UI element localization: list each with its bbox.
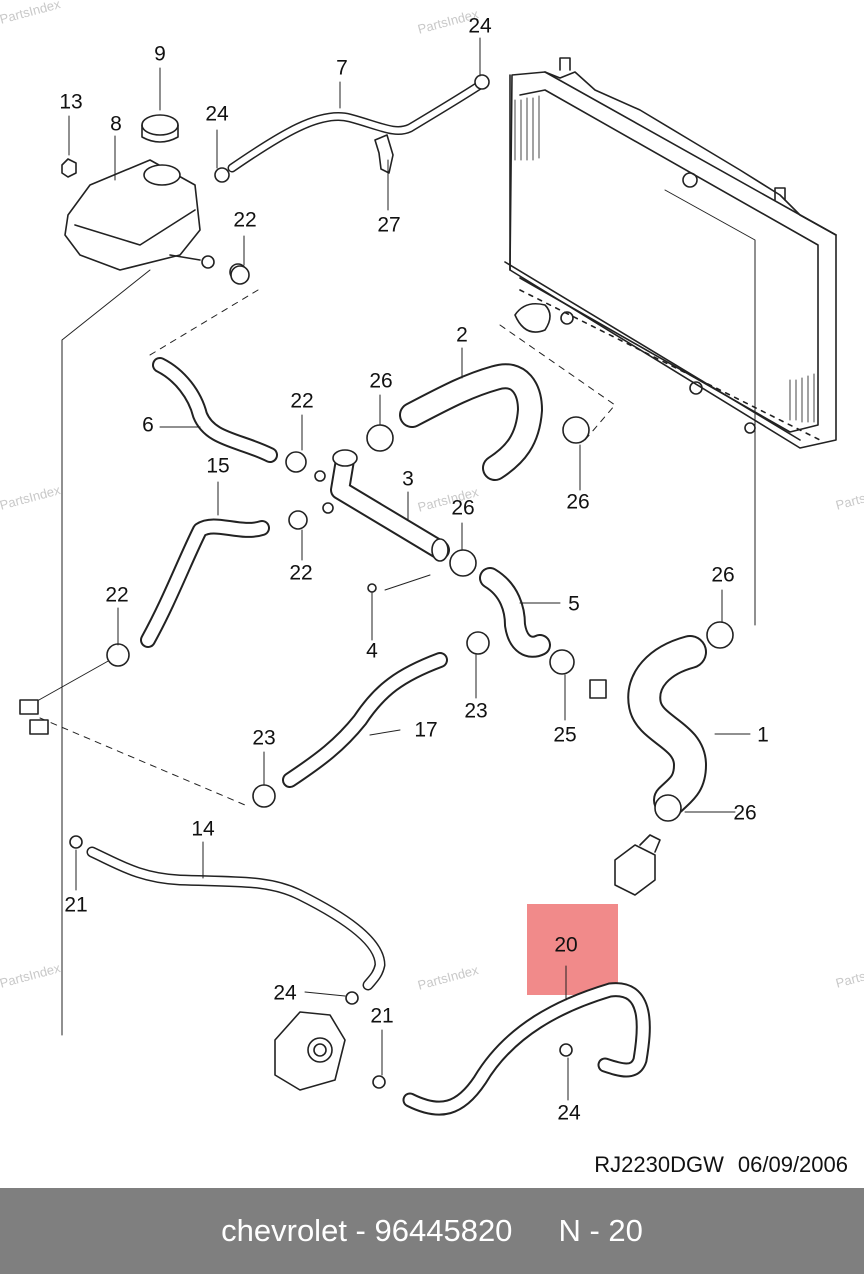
drawing-code: RJ2230DGW bbox=[594, 1152, 724, 1177]
callout-13[interactable]: 13 bbox=[59, 90, 83, 114]
callout-22[interactable]: 22 bbox=[290, 389, 314, 413]
clamps bbox=[19, 74, 734, 1089]
callout-26[interactable]: 26 bbox=[711, 563, 735, 587]
callout-21[interactable]: 21 bbox=[370, 1004, 394, 1028]
callout-5[interactable]: 5 bbox=[568, 592, 580, 616]
callout-24[interactable]: 24 bbox=[468, 14, 492, 38]
callout-22[interactable]: 22 bbox=[289, 561, 313, 585]
callout-26[interactable]: 26 bbox=[566, 490, 590, 514]
callout-2[interactable]: 2 bbox=[456, 323, 468, 347]
callout-9[interactable]: 9 bbox=[154, 42, 166, 66]
callout-23[interactable]: 23 bbox=[464, 699, 488, 723]
callout-4[interactable]: 4 bbox=[366, 639, 378, 663]
pump-body bbox=[274, 1011, 346, 1091]
hose-15 bbox=[140, 518, 270, 648]
callout-24[interactable]: 24 bbox=[273, 981, 297, 1005]
parts-diagram: PartsIndex PartsIndex PartsIndex PartsIn… bbox=[0, 0, 864, 1178]
highlight-box-20 bbox=[527, 904, 618, 995]
callout-24[interactable]: 24 bbox=[557, 1101, 581, 1125]
callout-23[interactable]: 23 bbox=[252, 726, 276, 750]
callout-6[interactable]: 6 bbox=[142, 413, 154, 437]
diagram-drawing bbox=[19, 37, 837, 1116]
footer-brand: chevrolet bbox=[221, 1213, 347, 1248]
callout-7[interactable]: 7 bbox=[336, 56, 348, 80]
callout-21[interactable]: 21 bbox=[64, 893, 88, 917]
callout-15[interactable]: 15 bbox=[206, 454, 230, 478]
callout-26[interactable]: 26 bbox=[451, 496, 475, 520]
callout-8[interactable]: 8 bbox=[110, 112, 122, 136]
footer-bar: chevrolet - 96445820 N - 20 bbox=[0, 1188, 864, 1274]
callout-20[interactable]: 20 bbox=[554, 933, 578, 957]
callout-14[interactable]: 14 bbox=[191, 817, 215, 841]
callout-25[interactable]: 25 bbox=[553, 723, 577, 747]
drawing-date: 06/09/2006 bbox=[737, 1152, 848, 1177]
callout-3[interactable]: 3 bbox=[402, 467, 414, 491]
footer-position: N - 20 bbox=[558, 1213, 643, 1248]
drawing-number: RJ2230DGW 06/09/2006 bbox=[594, 1152, 848, 1178]
radiator bbox=[504, 57, 837, 449]
footer-part-number: 96445820 bbox=[374, 1213, 513, 1248]
callout-17[interactable]: 17 bbox=[414, 718, 438, 742]
callout-24[interactable]: 24 bbox=[205, 102, 229, 126]
callout-26[interactable]: 26 bbox=[369, 369, 393, 393]
hose-20 bbox=[402, 982, 651, 1116]
expansion-tank bbox=[61, 114, 247, 281]
callout-22[interactable]: 22 bbox=[233, 208, 257, 232]
callout-27[interactable]: 27 bbox=[377, 213, 401, 237]
callout-1[interactable]: 1 bbox=[757, 723, 769, 747]
callout-22[interactable]: 22 bbox=[105, 583, 129, 607]
callout-26[interactable]: 26 bbox=[733, 801, 757, 825]
hose-7 bbox=[227, 80, 485, 173]
